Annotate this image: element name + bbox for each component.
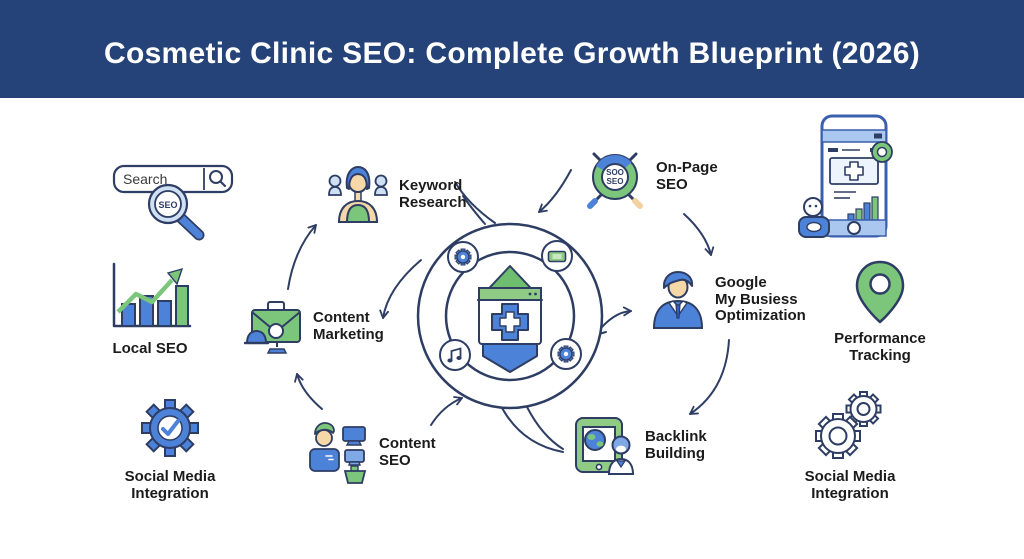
local-seo-label: Local SEO [112, 340, 188, 357]
growth-chart-icon [112, 262, 192, 328]
hub-satellite-gear-icon [550, 338, 582, 370]
search-dot-icon [871, 141, 893, 163]
globe-icon [584, 429, 606, 451]
on-page-seo-label: On-Page SEO [656, 159, 718, 193]
central-hub [416, 222, 604, 410]
social-media-right-node: Social Media Integration [788, 388, 912, 503]
local-seo-node: Local SEO [102, 260, 198, 358]
side-person-left-icon [328, 174, 342, 196]
content-marketing-label: Content Marketing [313, 309, 384, 343]
mobile-analytics-node [798, 114, 894, 246]
monitor-top-icon [342, 426, 366, 446]
person-monitors-icon [309, 422, 367, 484]
magnifier-seo-text: SEO [158, 200, 177, 210]
performance-tracking-label: Performance Tracking [834, 330, 926, 364]
monitor-middle-icon [344, 449, 365, 466]
briefcase-envelope-icon [244, 301, 301, 354]
location-pin-icon [855, 260, 905, 324]
arrow-onpage-to-hub [538, 169, 572, 213]
badge-text-line1: SOO [606, 168, 624, 177]
content-seo-label: Content SEO [379, 435, 436, 469]
keyword-research-label: Keyword Research [399, 177, 467, 211]
gear-check-icon [141, 399, 199, 457]
hub-satellite-banknote-icon [541, 240, 573, 272]
seo-search-icon: Search SEO [112, 164, 234, 241]
people-group-icon [328, 166, 388, 223]
page-title: Cosmetic Clinic SEO: Complete Growth Blu… [103, 37, 921, 70]
small-gear-icon [845, 391, 882, 427]
arrow-onpage-to-gmb [683, 213, 715, 256]
editor-person-icon [309, 422, 340, 472]
gmb-node: Google My Busiess Optimization [650, 270, 806, 330]
businessman-icon [652, 271, 704, 329]
hub-satellite-gear-sync-icon [447, 241, 479, 273]
planter-icon [343, 465, 367, 484]
badge-text-line2: SEO [607, 177, 624, 186]
arrow-contentmarketing-to-keyword [287, 224, 317, 290]
seo-magnifier-icon: SEO [147, 183, 205, 241]
search-bar-text: Search [123, 171, 167, 187]
arrow-gmb-to-backlink [689, 339, 730, 415]
seo-search-node: Search SEO [112, 158, 244, 244]
arrow-contentseo-to-contentmarketing [294, 373, 323, 410]
social-media-left-label: Social Media Integration [124, 468, 216, 502]
performance-tracking-node: Performance Tracking [820, 260, 940, 365]
gears-outline-icon [815, 391, 882, 459]
tablet-globe-icon [575, 417, 635, 475]
keyword-research-node: Keyword Research [326, 166, 467, 224]
clinic-website-icon [477, 265, 543, 373]
content-seo-node: Content SEO [306, 422, 436, 484]
large-gear-icon [815, 413, 861, 459]
bell-icon [244, 329, 270, 345]
reader-person-icon [607, 435, 635, 475]
hub-satellite-music-icon [439, 339, 471, 371]
backlink-building-label: Backlink Building [645, 428, 707, 462]
backlink-building-node: Backlink Building [574, 416, 707, 476]
content-marketing-node: Content Marketing [244, 298, 384, 356]
gmb-label: Google My Busiess Optimization [715, 273, 806, 325]
social-media-right-label: Social Media Integration [804, 468, 896, 502]
phone-analytics-icon [798, 114, 893, 238]
robot-assistant-icon [798, 197, 830, 238]
side-person-right-icon [374, 174, 388, 196]
small-magnifier-icon [209, 170, 227, 188]
title-bar: Cosmetic Clinic SEO: Complete Growth Blu… [0, 0, 1024, 98]
on-page-seo-node: SOO SEO On-Page SEO [583, 145, 718, 209]
main-person-icon [337, 166, 379, 223]
social-media-left-node: Social Media Integration [110, 392, 230, 503]
seo-badge-icon: SOO SEO [587, 152, 643, 209]
